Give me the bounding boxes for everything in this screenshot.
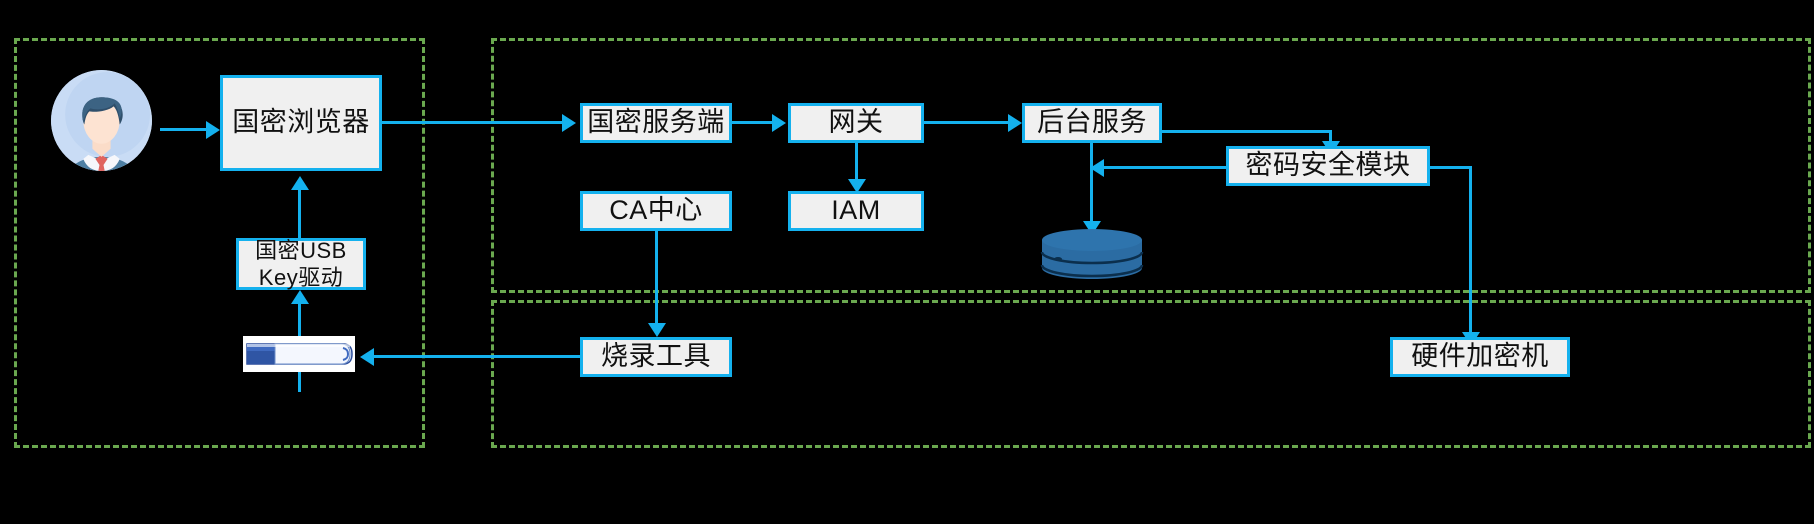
edge-backend-to-database — [1090, 166, 1093, 221]
edge-server-to-gateway — [732, 121, 772, 124]
edge-driver-to-browser — [298, 190, 301, 238]
node-hsm[interactable]: 硬件加密机 — [1390, 337, 1570, 377]
user-avatar — [51, 70, 152, 171]
zone-server — [491, 38, 1811, 293]
node-burn-tool-label: 烧录工具 — [601, 341, 711, 372]
edge-burntool-to-token — [374, 355, 580, 358]
node-browser-label: 国密浏览器 — [232, 107, 370, 138]
node-usb-driver[interactable]: 国密USB Key驱动 — [236, 238, 366, 290]
edge-backend-to-crypto-v — [1329, 130, 1332, 148]
usb-token — [243, 336, 355, 372]
usb-key-icon — [243, 336, 355, 372]
node-usb-driver-label-line1: 国密USB — [255, 237, 347, 263]
node-browser[interactable]: 国密浏览器 — [220, 75, 382, 171]
node-ca-center-label: CA中心 — [609, 195, 703, 226]
edge-user-to-browser — [160, 128, 206, 131]
edge-gateway-to-backend — [924, 121, 1008, 124]
edge-ca-to-burntool-arrowhead — [648, 323, 666, 337]
node-iam[interactable]: IAM — [788, 191, 924, 231]
database-icon — [1040, 229, 1144, 279]
node-burn-tool[interactable]: 烧录工具 — [580, 337, 732, 377]
edge-ca-to-burntool — [655, 231, 658, 323]
edge-backend-stub-v — [1090, 143, 1093, 167]
edge-burntool-to-token-arrowhead — [360, 348, 374, 366]
edge-crypto-to-backend-arrowhead — [1090, 159, 1104, 177]
edge-browser-to-server — [382, 121, 562, 124]
edge-user-to-browser-arrowhead — [206, 121, 220, 139]
node-gm-server-label: 国密服务端 — [587, 107, 725, 138]
node-iam-label: IAM — [831, 195, 881, 226]
edge-crypto-to-hsm-h — [1430, 166, 1472, 169]
user-avatar-icon — [51, 70, 152, 171]
node-hsm-label: 硬件加密机 — [1411, 341, 1549, 372]
node-gm-server[interactable]: 国密服务端 — [580, 103, 732, 143]
edge-backend-to-crypto-h — [1162, 130, 1332, 133]
edge-server-to-gateway-arrowhead — [772, 114, 786, 132]
edge-driver-to-browser-arrowhead — [291, 176, 309, 190]
edge-gateway-to-backend-arrowhead — [1008, 114, 1022, 132]
node-gateway[interactable]: 网关 — [788, 103, 924, 143]
edge-gateway-to-iam-arrowhead — [848, 179, 866, 193]
node-gateway-label: 网关 — [828, 107, 884, 138]
node-ca-center[interactable]: CA中心 — [580, 191, 732, 231]
edge-gateway-to-iam — [855, 143, 858, 179]
database — [1040, 228, 1144, 280]
node-backend-label: 后台服务 — [1037, 107, 1147, 138]
zone-client — [14, 38, 425, 448]
edge-crypto-to-backend — [1104, 166, 1226, 169]
zone-tooling — [491, 300, 1811, 448]
node-crypto-module-label: 密码安全模块 — [1245, 150, 1411, 181]
edge-token-to-driver-arrowhead — [291, 290, 309, 304]
node-crypto-module[interactable]: 密码安全模块 — [1226, 146, 1430, 186]
edge-browser-to-server-arrowhead — [562, 114, 576, 132]
edge-crypto-to-hsm-v — [1469, 166, 1472, 332]
node-usb-driver-label-line2: Key驱动 — [258, 265, 344, 290]
node-backend[interactable]: 后台服务 — [1022, 103, 1162, 143]
